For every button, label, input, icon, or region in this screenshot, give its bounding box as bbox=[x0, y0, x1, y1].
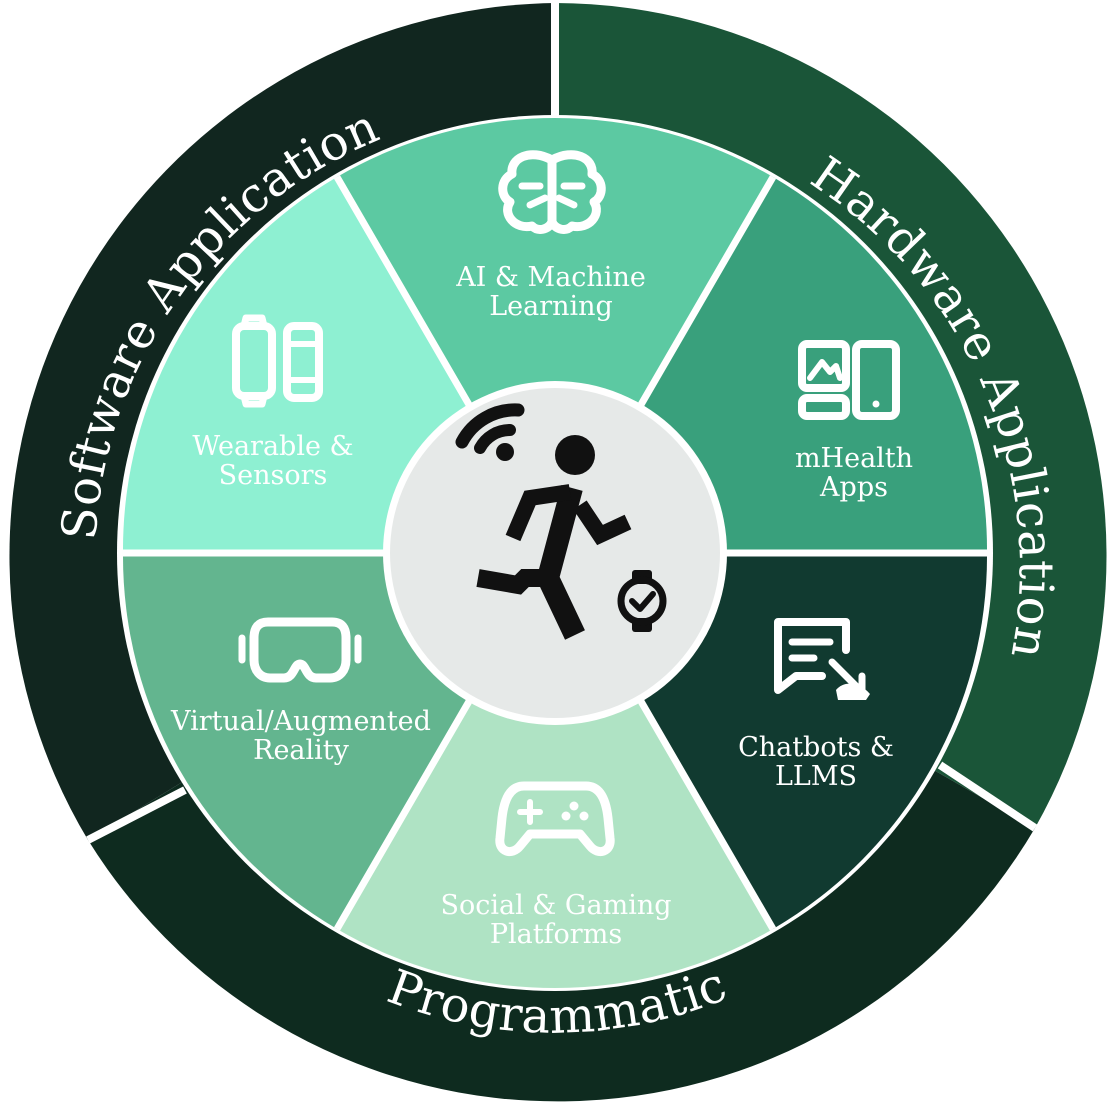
vr-headset-icon bbox=[238, 617, 362, 683]
runner-with-signal-and-smartwatch-icon bbox=[455, 403, 667, 640]
brain-icon bbox=[498, 150, 606, 234]
chatbots-label-line1: Chatbots & bbox=[738, 732, 894, 763]
wearable-label-line2: Sensors bbox=[219, 460, 328, 491]
social-gaming-label-line2: Platforms bbox=[490, 919, 622, 950]
social-gaming-label-line1: Social & Gaming bbox=[440, 890, 671, 921]
gamepad-icon bbox=[495, 781, 615, 856]
inner-segments bbox=[122, 117, 988, 989]
segment-social-gaming bbox=[337, 553, 773, 989]
mhealth-label-line2: Apps bbox=[819, 472, 888, 503]
chat-icon bbox=[774, 618, 870, 700]
wearable-label-line1: Wearable & bbox=[192, 431, 353, 462]
devices-icon bbox=[798, 340, 900, 420]
vr-ar-label-line1: Virtual/Augmented bbox=[170, 706, 431, 737]
ai-ml-label-line2: Learning bbox=[489, 291, 613, 322]
segment-ai-machine-learning bbox=[337, 117, 773, 553]
ai-ml-label-line1: AI & Machine bbox=[455, 262, 646, 293]
vr-ar-label-line2: Reality bbox=[253, 735, 350, 766]
watch-icon bbox=[232, 314, 323, 408]
chatbots-label-line2: LLMS bbox=[775, 761, 857, 792]
mhealth-label-line1: mHealth bbox=[795, 443, 913, 474]
